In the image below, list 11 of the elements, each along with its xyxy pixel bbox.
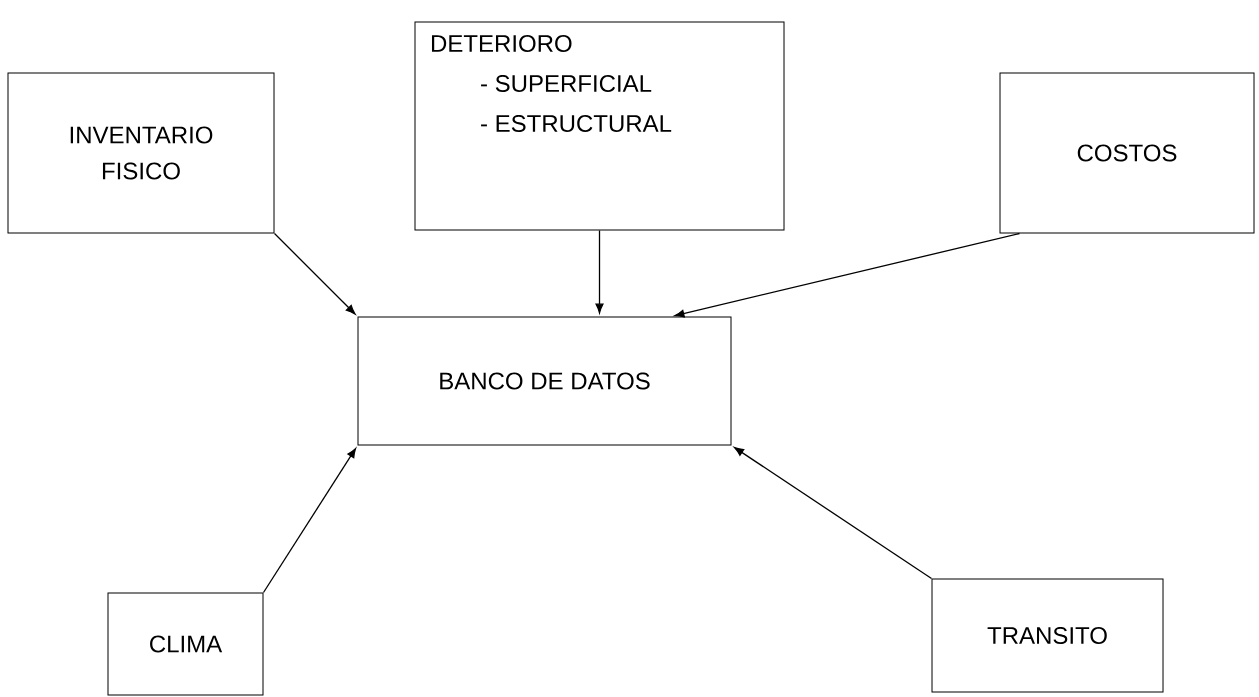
text-box: BANCO DE DATOS <box>357 316 732 446</box>
text-box: CLIMA <box>107 592 264 696</box>
text-box: TRANSITO <box>931 578 1164 693</box>
text-box: DETERIORO - SUPERFICIAL - ESTRUCTURAL <box>414 21 785 231</box>
text-box: COSTOS <box>999 72 1255 234</box>
arrow <box>262 447 357 594</box>
arrow <box>733 446 933 580</box>
text-box: INVENTARIO FISICO <box>7 72 275 234</box>
arrow <box>273 232 356 315</box>
arrow <box>674 232 1021 318</box>
arrow <box>595 229 604 314</box>
